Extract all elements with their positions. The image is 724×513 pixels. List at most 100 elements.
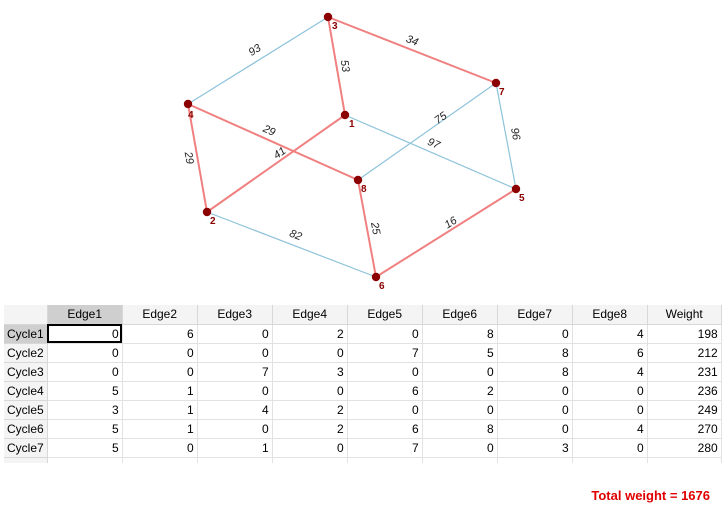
node-4	[183, 99, 193, 109]
column-header-edge6[interactable]: Edge6	[422, 305, 498, 325]
column-header-edge7[interactable]: Edge7	[497, 305, 573, 325]
table-cell[interactable]: 0	[572, 381, 648, 401]
table-cell[interactable]: 2	[422, 381, 498, 401]
edge-4-2	[187, 103, 208, 213]
table-cell[interactable]: 2	[272, 419, 348, 439]
table-cell[interactable]: 3	[497, 438, 573, 458]
table-cell[interactable]: 0	[122, 438, 198, 458]
table-cell[interactable]: 0	[347, 324, 423, 344]
table-cell[interactable]: 0	[122, 362, 198, 382]
row-header[interactable]: Cycle2	[4, 343, 48, 363]
row-header[interactable]: Cycle3	[4, 362, 48, 382]
column-header-edge2[interactable]: Edge2	[122, 305, 198, 325]
table-cell[interactable]: 0	[197, 324, 273, 344]
node-8	[353, 175, 363, 185]
table-cell[interactable]: 231	[647, 362, 722, 382]
node-label: 2	[210, 216, 216, 227]
table-cell[interactable]: 0	[272, 343, 348, 363]
table-cell[interactable]: 0	[47, 324, 123, 344]
table-cell[interactable]: 0	[122, 343, 198, 363]
table-cell[interactable]: 0	[572, 438, 648, 458]
table-cell	[122, 457, 198, 463]
table-cell[interactable]: 7	[197, 362, 273, 382]
table-cell[interactable]: 7	[347, 343, 423, 363]
table-cell[interactable]: 5	[47, 438, 123, 458]
table-cell	[197, 457, 273, 463]
table-cell[interactable]: 0	[197, 381, 273, 401]
table-cell[interactable]: 0	[497, 400, 573, 420]
table-cell[interactable]: 212	[647, 343, 722, 363]
row-header[interactable]: Cycle6	[4, 419, 48, 439]
table-cell[interactable]: 6	[122, 324, 198, 344]
row-header[interactable]: Cycle4	[4, 381, 48, 401]
table-cell[interactable]: 1	[122, 400, 198, 420]
edge-weight-label: 75	[432, 109, 450, 126]
table-cell[interactable]: 7	[347, 438, 423, 458]
table-cell[interactable]: 0	[197, 419, 273, 439]
table-cell[interactable]: 0	[422, 362, 498, 382]
row-header[interactable]: Cycle5	[4, 400, 48, 420]
table-cell[interactable]: 4	[572, 419, 648, 439]
table-cell[interactable]: 8	[497, 343, 573, 363]
table-cell[interactable]: 1	[122, 381, 198, 401]
table-cell[interactable]: 0	[422, 400, 498, 420]
table-cell[interactable]: 6	[347, 419, 423, 439]
table-cell[interactable]: 0	[572, 400, 648, 420]
table-cell[interactable]: 198	[647, 324, 722, 344]
row-header[interactable]: Cycle1	[4, 324, 48, 344]
table-cell[interactable]: 0	[422, 438, 498, 458]
table-cell[interactable]: 2	[272, 400, 348, 420]
row-header[interactable]: Cycle7	[4, 438, 48, 458]
table-cell[interactable]: 3	[47, 400, 123, 420]
column-header-weight[interactable]: Weight	[647, 305, 722, 325]
table-cell[interactable]: 1	[197, 438, 273, 458]
column-header-edge1[interactable]: Edge1	[47, 305, 123, 325]
edge-weight-label: 41	[271, 145, 288, 162]
column-header-edge3[interactable]: Edge3	[197, 305, 273, 325]
column-header-edge5[interactable]: Edge5	[347, 305, 423, 325]
table-cell[interactable]: 270	[647, 419, 722, 439]
table-cell[interactable]: 249	[647, 400, 722, 420]
table-cell[interactable]: 0	[47, 343, 123, 363]
table-cell[interactable]: 8	[422, 419, 498, 439]
table-cell[interactable]: 280	[647, 438, 722, 458]
table-cell[interactable]: 2	[272, 324, 348, 344]
table-cell[interactable]: 0	[272, 438, 348, 458]
column-header-edge8[interactable]: Edge8	[572, 305, 648, 325]
table-corner-cell[interactable]	[4, 305, 48, 325]
table-cell[interactable]: 0	[497, 324, 573, 344]
table-cell[interactable]: 5	[422, 343, 498, 363]
edge-weight-label: 82	[288, 228, 304, 244]
table-cell[interactable]: 4	[197, 400, 273, 420]
column-header-edge4[interactable]: Edge4	[272, 305, 348, 325]
table-cell[interactable]: 0	[347, 400, 423, 420]
table-cell[interactable]: 5	[47, 419, 123, 439]
table-cell[interactable]: 0	[347, 362, 423, 382]
edge-weight-label: 16	[443, 214, 460, 231]
table-cell[interactable]: 8	[497, 362, 573, 382]
table-cell[interactable]: 236	[647, 381, 722, 401]
table-cell[interactable]: 4	[572, 362, 648, 382]
table-cell[interactable]: 3	[272, 362, 348, 382]
node-label: 6	[379, 281, 385, 292]
table-cell[interactable]: 0	[197, 343, 273, 363]
table-cell[interactable]: 0	[272, 381, 348, 401]
table-cell[interactable]: 0	[497, 419, 573, 439]
table-cell[interactable]: 8	[422, 324, 498, 344]
table-cell[interactable]: 1	[122, 419, 198, 439]
edge-weight-label: 93	[247, 42, 264, 59]
table-cell[interactable]: 0	[47, 362, 123, 382]
table-cell[interactable]: 0	[497, 381, 573, 401]
table-cell[interactable]: 5	[47, 381, 123, 401]
edge-4-8	[187, 103, 359, 181]
node-label: 7	[499, 87, 505, 98]
node-label: 5	[519, 193, 525, 204]
edge-weight-label: 53	[338, 59, 352, 74]
table-cell[interactable]: 6	[347, 381, 423, 401]
table-cell[interactable]: 6	[572, 343, 648, 363]
table-cell[interactable]: 4	[572, 324, 648, 344]
